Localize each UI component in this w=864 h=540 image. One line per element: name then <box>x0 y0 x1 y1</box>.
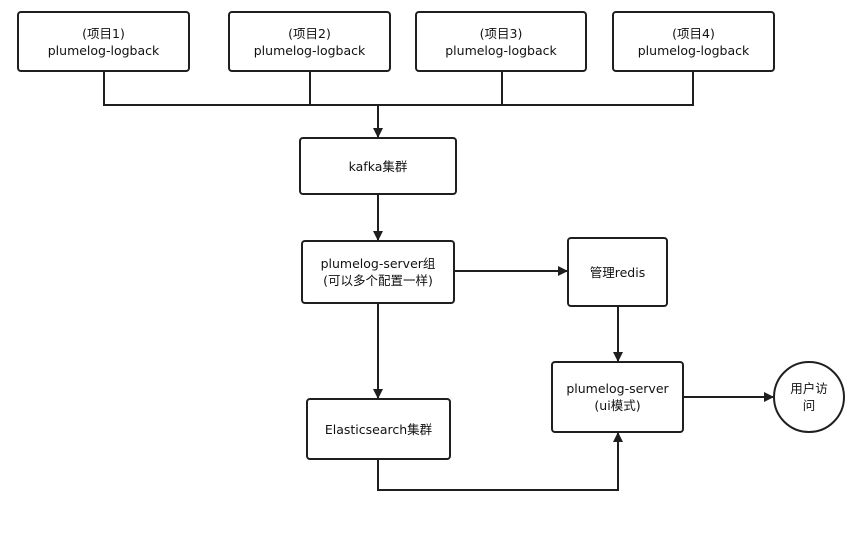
project2-label-line1: (项目2) <box>288 25 331 41</box>
ui-server-label-line1: plumelog-server <box>566 381 669 396</box>
kafka-cluster-label: kafka集群 <box>348 158 408 174</box>
elasticsearch-cluster-node: Elasticsearch集群 <box>306 398 451 460</box>
ui-server-node: plumelog-server (ui模式) <box>551 361 684 433</box>
user-access-node: 用户访 问 <box>773 361 845 433</box>
server-group-label-line2: (可以多个配置一样) <box>323 273 433 288</box>
user-access-label-line2: 问 <box>802 398 816 413</box>
kafka-cluster-node: kafka集群 <box>299 137 457 195</box>
project1-label-line1: (项目1) <box>82 25 125 41</box>
project3-node: (项目3) plumelog-logback <box>415 11 587 72</box>
project2-node: (项目2) plumelog-logback <box>228 11 391 72</box>
project1-label-line2: plumelog-logback <box>47 42 160 58</box>
project4-node: (项目4) plumelog-logback <box>612 11 775 72</box>
redis-node: 管理redis <box>567 237 668 307</box>
server-group-node: plumelog-server组 (可以多个配置一样) <box>301 240 455 304</box>
ui-server-label-line2: (ui模式) <box>594 398 641 413</box>
project2-label-line2: plumelog-logback <box>253 42 366 58</box>
project1-node: (项目1) plumelog-logback <box>17 11 190 72</box>
edge-elasticsearch-to-ui-server <box>377 432 623 491</box>
project3-label-line1: (项目3) <box>479 25 523 41</box>
project3-label-line2: plumelog-logback <box>445 42 557 58</box>
user-access-label-line1: 用户访 <box>790 381 828 396</box>
elasticsearch-cluster-label: Elasticsearch集群 <box>324 421 433 437</box>
redis-label: 管理redis <box>589 264 646 280</box>
server-group-label-line1: plumelog-server组 <box>320 256 436 271</box>
project4-label-line2: plumelog-logback <box>637 42 750 58</box>
project4-label-line1: (项目4) <box>672 25 715 41</box>
